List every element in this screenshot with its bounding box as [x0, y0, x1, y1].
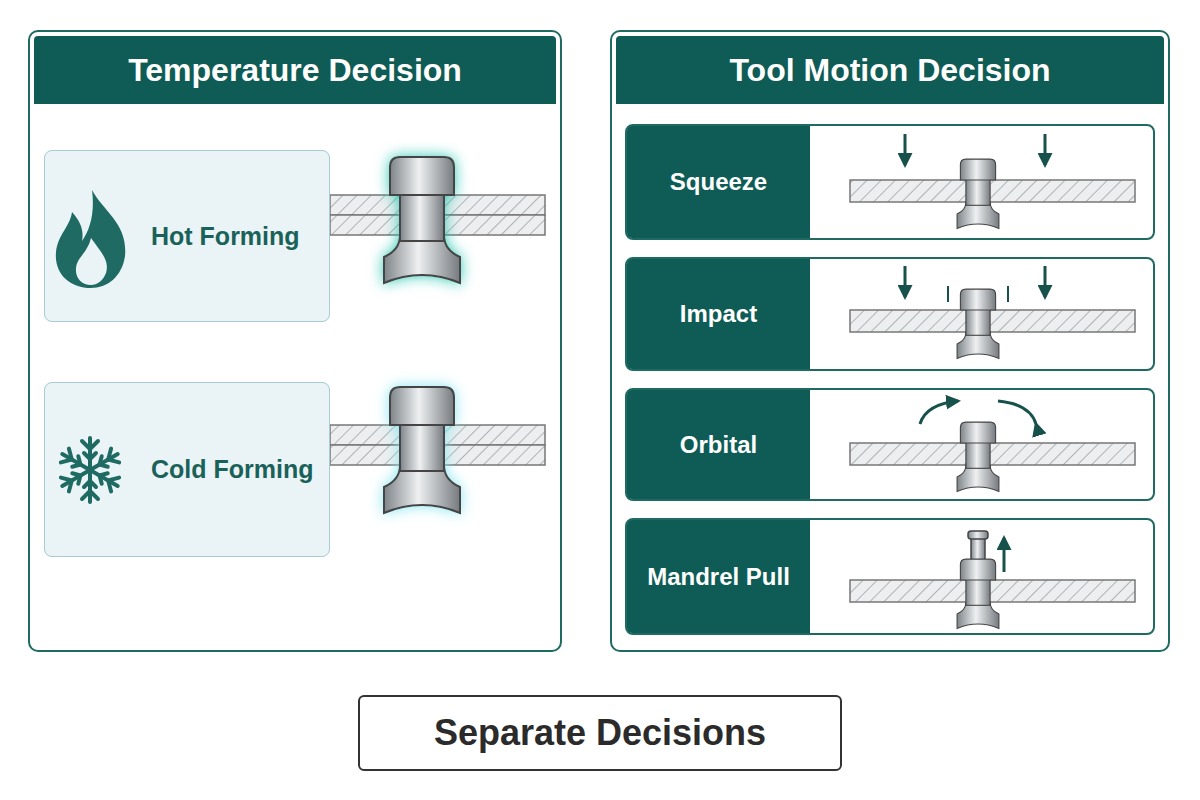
- hot-rivet: [330, 157, 545, 283]
- forming-option-box: Cold Forming: [44, 382, 330, 557]
- summary-text: Separate Decisions: [434, 712, 766, 754]
- motion-label: Squeeze: [627, 126, 810, 238]
- summary-box: Separate Decisions: [358, 695, 842, 771]
- impact-illustration: [850, 266, 1135, 358]
- panel-heading: Tool Motion Decision: [616, 36, 1164, 104]
- orbital-illustration: [850, 401, 1135, 491]
- forming-option-box: Hot Forming: [44, 150, 330, 322]
- cold-rivet: [330, 387, 545, 513]
- option-label: Cold Forming: [151, 455, 313, 484]
- tool-motion-row: Orbital: [625, 388, 1155, 501]
- option-fill: [44, 382, 330, 557]
- option-fill: [44, 150, 330, 322]
- tool-motion-row: Impact: [625, 257, 1155, 371]
- motion-label: Mandrel Pull: [627, 520, 810, 633]
- flame-icon: [56, 190, 125, 288]
- mandrel-pull-illustration: [850, 531, 1135, 628]
- decision-panel: Temperature DecisionHot FormingCold Form…: [28, 30, 562, 652]
- motion-label: Orbital: [627, 390, 810, 499]
- motion-label: Impact: [627, 259, 810, 369]
- squeeze-illustration: [850, 134, 1135, 228]
- option-label: Hot Forming: [151, 222, 300, 251]
- snowflake-icon: [58, 438, 121, 502]
- tool-motion-row: Mandrel Pull: [625, 518, 1155, 635]
- panel-heading: Temperature Decision: [34, 36, 556, 104]
- decision-panel: Tool Motion DecisionSqueezeImpactOrbital…: [610, 30, 1170, 652]
- tool-motion-row: Squeeze: [625, 124, 1155, 240]
